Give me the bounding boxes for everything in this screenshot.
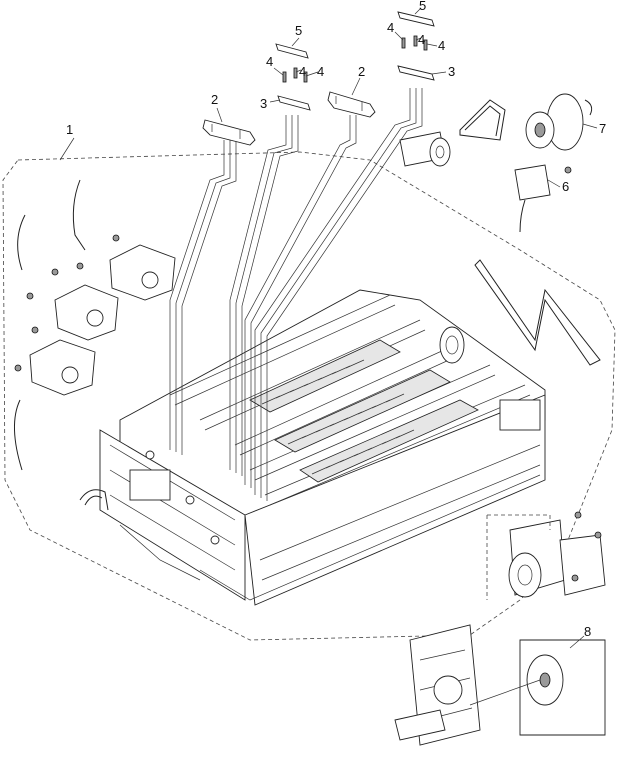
callout-2-left: 2 bbox=[211, 92, 218, 107]
sensor-6 bbox=[514, 164, 572, 233]
belt-pulley-assembly bbox=[399, 99, 506, 167]
callout-5-right: 5 bbox=[419, 0, 426, 13]
drive-belt bbox=[474, 259, 601, 366]
callout-7: 7 bbox=[599, 121, 606, 136]
top-plate-5-right bbox=[397, 11, 435, 27]
motor-bracket bbox=[394, 624, 481, 746]
callout-4-a: 4 bbox=[266, 54, 273, 69]
bracket-2-left bbox=[202, 119, 256, 146]
callout-3-left: 3 bbox=[260, 96, 267, 111]
callout-4-e: 4 bbox=[418, 32, 425, 47]
callout-6: 6 bbox=[562, 179, 569, 194]
callout-4-f: 4 bbox=[438, 38, 445, 53]
callout-4-d: 4 bbox=[387, 20, 394, 35]
callout-5-left: 5 bbox=[295, 23, 302, 38]
callout-4-c: 4 bbox=[317, 64, 324, 79]
left-motor-units bbox=[13, 179, 176, 471]
gear-7 bbox=[525, 93, 593, 151]
springs-4 bbox=[282, 35, 428, 83]
leader-lines bbox=[169, 88, 423, 501]
plate-3-left bbox=[277, 95, 311, 111]
callout-1: 1 bbox=[66, 122, 73, 137]
plate-3-right bbox=[397, 65, 435, 81]
callout-4-b: 4 bbox=[299, 64, 306, 79]
gear-drive-assembly bbox=[486, 511, 606, 600]
callout-2-right: 2 bbox=[358, 64, 365, 79]
callout-3-right: 3 bbox=[448, 64, 455, 79]
bracket-2-right bbox=[327, 91, 376, 118]
callout-8: 8 bbox=[584, 624, 591, 639]
motor-8 bbox=[469, 639, 606, 736]
callout-leaders bbox=[59, 7, 598, 649]
main-chassis bbox=[79, 289, 546, 606]
top-plate-5-left bbox=[275, 43, 309, 59]
